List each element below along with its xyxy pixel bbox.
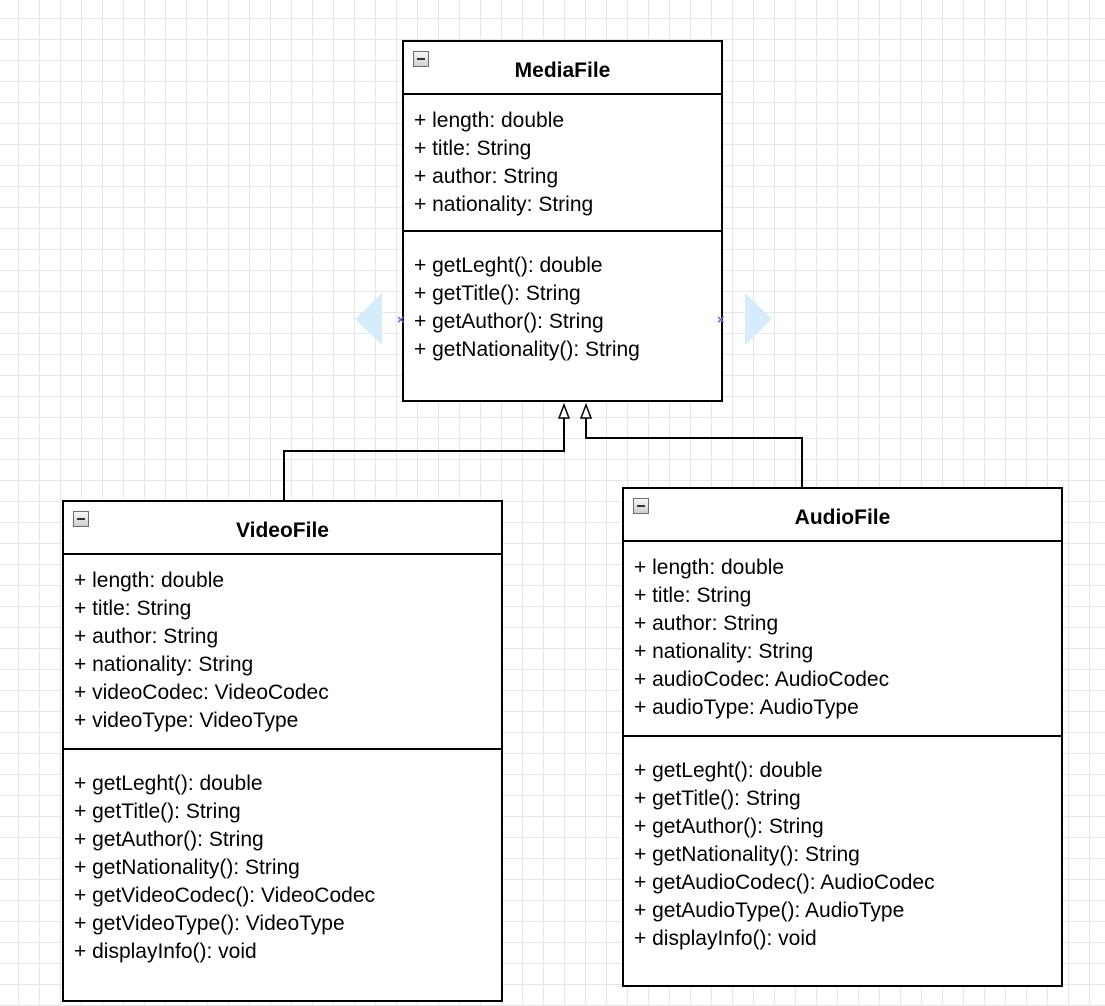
method: + getVideoCodec(): VideoCodec — [74, 884, 376, 907]
hover-arrow-left-icon[interactable] — [355, 293, 382, 345]
method: + getLeght(): double — [634, 759, 823, 782]
collapse-minus-icon[interactable] — [413, 51, 429, 67]
attribute: + length: double — [414, 109, 565, 132]
video-inheritance-arrowhead — [557, 402, 571, 419]
method: + getLeght(): double — [74, 772, 263, 795]
methods-compartment: + getLeght(): double + getTitle(): Strin… — [624, 737, 1061, 953]
attribute: + length: double — [74, 569, 225, 592]
attribute: + nationality: String — [74, 653, 254, 676]
method: + getAuthor(): String — [74, 828, 264, 851]
video-generalization-edge[interactable] — [283, 402, 571, 500]
attribute: + audioCodec: AudioCodec — [634, 668, 890, 691]
class-name: AudioFile — [794, 506, 891, 529]
attribute: + title: String — [634, 584, 752, 607]
hover-arrow-right-icon[interactable] — [745, 293, 772, 345]
method: + getLeght(): double — [414, 254, 603, 277]
attributes-compartment: + length: double + title: String + autho… — [64, 555, 501, 750]
class-name: MediaFile — [514, 59, 611, 82]
class-name: VideoFile — [236, 519, 329, 542]
attribute: + author: String — [74, 625, 219, 648]
connection-point-icon[interactable]: × — [397, 312, 405, 327]
method: + getAuthor(): String — [414, 310, 604, 333]
method: + getTitle(): String — [634, 787, 801, 810]
method: + getTitle(): String — [414, 282, 581, 305]
audio-inheritance-arrowhead — [579, 402, 593, 419]
audio-generalization-edge[interactable] — [579, 402, 803, 487]
method: + getTitle(): String — [74, 800, 241, 823]
attribute: + nationality: String — [634, 640, 814, 663]
attribute: + videoType: VideoType — [74, 709, 299, 732]
method: + displayInfo(): void — [74, 940, 257, 963]
collapse-minus-icon[interactable] — [633, 498, 649, 514]
method: + getNationality(): String — [634, 843, 860, 866]
attribute: + title: String — [414, 137, 532, 160]
connection-point-icon[interactable]: × — [717, 312, 725, 327]
class-header: VideoFile — [64, 502, 501, 555]
attribute: + audioType: AudioType — [634, 696, 859, 719]
attribute: + length: double — [634, 556, 785, 579]
methods-compartment: + getLeght(): double + getTitle(): Strin… — [404, 232, 721, 364]
attributes-compartment: + length: double + title: String + autho… — [624, 542, 1061, 737]
video-to-media-line — [283, 418, 565, 500]
method: + displayInfo(): void — [634, 927, 817, 950]
method: + getNationality(): String — [414, 338, 640, 361]
method: + getNationality(): String — [74, 856, 300, 879]
class-header: AudioFile — [624, 489, 1061, 542]
audio-to-media-line — [585, 418, 803, 487]
attribute: + author: String — [414, 165, 559, 188]
class-videofile[interactable]: VideoFile + length: double + title: Stri… — [62, 500, 503, 1002]
attribute: + nationality: String — [414, 193, 594, 216]
attribute: + videoCodec: VideoCodec — [74, 681, 329, 704]
class-audiofile[interactable]: AudioFile + length: double + title: Stri… — [622, 487, 1063, 987]
methods-compartment: + getLeght(): double + getTitle(): Strin… — [64, 750, 501, 966]
attributes-compartment: + length: double + title: String + autho… — [404, 95, 721, 232]
method: + getVideoType(): VideoType — [74, 912, 345, 935]
class-header: MediaFile — [404, 42, 721, 95]
method: + getAuthor(): String — [634, 815, 824, 838]
method: + getAudioCodec(): AudioCodec — [634, 871, 935, 894]
collapse-minus-icon[interactable] — [73, 511, 89, 527]
class-mediafile[interactable]: MediaFile + length: double + title: Stri… — [402, 40, 723, 402]
attribute: + title: String — [74, 597, 192, 620]
method: + getAudioType(): AudioType — [634, 899, 905, 922]
attribute: + author: String — [634, 612, 779, 635]
